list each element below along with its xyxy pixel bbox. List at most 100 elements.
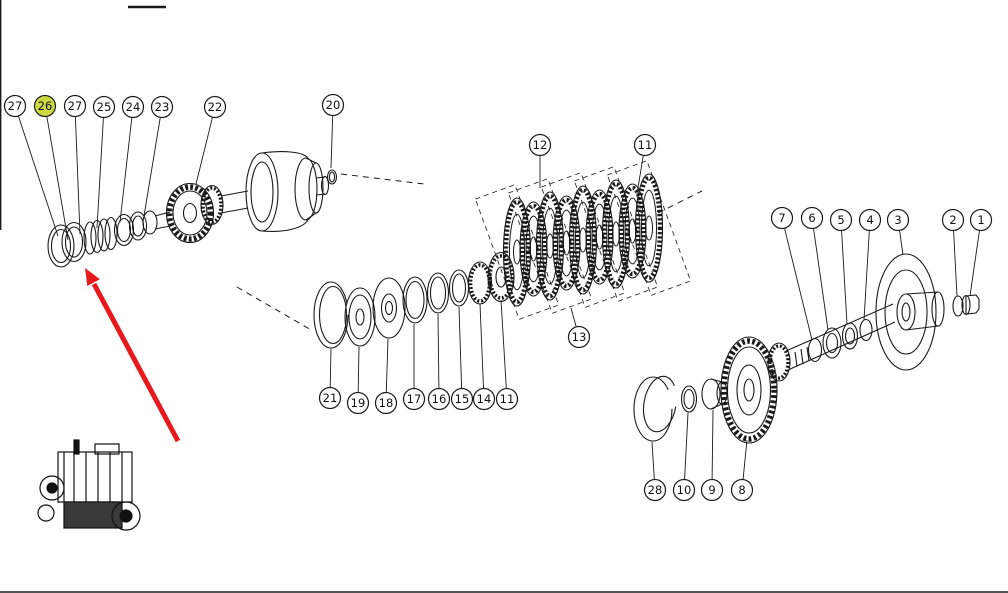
callout-11: 11: [633, 133, 657, 195]
front-pulley-hub: [46, 482, 58, 494]
large-ring: [318, 285, 348, 345]
callout-number: 18: [379, 396, 394, 410]
callout-3: 3: [886, 208, 910, 256]
callout-7: 7: [770, 206, 813, 341]
machine-thumbnail: [37, 439, 141, 531]
seal-ring: [61, 221, 87, 263]
callout-leader-line: [74, 116, 81, 235]
callout-circle: [567, 325, 591, 349]
callout-leader-line: [195, 117, 213, 185]
callout-number: 12: [533, 138, 548, 152]
shaft-line: [220, 190, 249, 197]
callout-circle: [63, 94, 87, 118]
callout-circle: [121, 95, 145, 119]
callout-circle: [402, 387, 426, 411]
callout-leader-line: [330, 115, 334, 169]
callout-leader-line: [863, 230, 870, 321]
callout-27: 27: [63, 94, 87, 235]
engine-block: [57, 451, 133, 503]
callout-14: 14: [472, 303, 496, 411]
callout-leader-line: [841, 230, 848, 325]
callout-circle: [427, 387, 451, 411]
callout-number: 9: [708, 483, 715, 497]
callout-leader-line: [458, 306, 463, 389]
callout-number: 17: [407, 392, 422, 406]
callout-circle: [941, 208, 965, 232]
callout-leader-line: [385, 338, 389, 393]
callout-circle: [321, 93, 345, 117]
callout-leader-line: [784, 228, 813, 341]
callout-number: 10: [677, 483, 692, 497]
callout-leader-line: [479, 303, 484, 389]
callout-circle: [858, 208, 882, 232]
callout-13: 13: [567, 307, 591, 349]
snap-ring: [633, 375, 678, 442]
o-ring: [326, 169, 338, 185]
callout-leader-line: [711, 409, 714, 480]
callout-26: 26: [33, 94, 69, 241]
callout-leader-line: [143, 117, 161, 217]
callout-number: 8: [738, 483, 745, 497]
callout-20: 20: [321, 93, 345, 169]
clutch-disc: [634, 173, 664, 283]
callout-circle: [472, 387, 496, 411]
pack-dash-frame: [606, 160, 692, 296]
clutch-drum-housing: [245, 151, 330, 232]
input-gear: [165, 182, 215, 244]
callout-number: 26: [38, 99, 53, 113]
shaft-line: [154, 211, 171, 217]
small-wheel: [37, 504, 55, 522]
spacer-ring: [448, 269, 470, 307]
callout-leader-line: [651, 441, 655, 480]
lock-washer-and-nut: [952, 294, 980, 317]
clutch-disc-pack: [474, 160, 692, 320]
piston-disc: [372, 277, 406, 339]
callout-number: 25: [97, 100, 112, 114]
callout-leader-line: [96, 117, 104, 229]
pack-dash-frame: [507, 178, 593, 314]
callout-number: 28: [648, 483, 663, 497]
callout-25: 25: [92, 95, 116, 229]
front-pulley: [39, 475, 65, 501]
callout-number: 24: [126, 100, 141, 114]
callout-number: 14: [477, 392, 492, 406]
callout-leader-line: [813, 228, 829, 331]
callout-number: 23: [155, 100, 170, 114]
callout-12: 12: [528, 133, 552, 188]
callout-leader-line: [953, 230, 958, 297]
callout-circle: [92, 95, 116, 119]
callout-circle: [829, 208, 853, 232]
ring-gear-drum: [720, 336, 778, 444]
callout-10: 10: [672, 412, 696, 502]
callout-6: 6: [800, 206, 829, 331]
callout-28: 28: [643, 441, 667, 502]
washer: [128, 211, 148, 241]
dash-line: [657, 190, 703, 214]
piston-plate: [344, 287, 376, 347]
callout-circle: [203, 95, 227, 119]
washer: [116, 217, 132, 243]
callout-18: 18: [374, 338, 398, 415]
pressure-ring: [402, 276, 428, 324]
arrow-head: [85, 268, 100, 286]
large-ring: [313, 281, 349, 349]
callout-1: 1: [969, 208, 993, 297]
callout-leader-line: [500, 299, 507, 389]
callout-circle: [633, 133, 657, 157]
callout-23: 23: [143, 95, 174, 217]
callout-leader-line: [570, 307, 577, 327]
callout-21: 21: [318, 348, 342, 410]
rear-wheel: [111, 501, 141, 531]
splined-pinion: [767, 342, 791, 382]
callout-circle: [886, 208, 910, 232]
callout-27: 27: [3, 94, 59, 237]
exhaust-stack: [73, 439, 80, 455]
pack-dash-frame: [573, 166, 659, 302]
callout-number: 2: [949, 213, 956, 227]
callout-leader-line: [899, 230, 904, 256]
callout-number: 7: [778, 211, 785, 225]
callout-leader-line: [437, 313, 440, 389]
callout-circle: [346, 391, 370, 415]
